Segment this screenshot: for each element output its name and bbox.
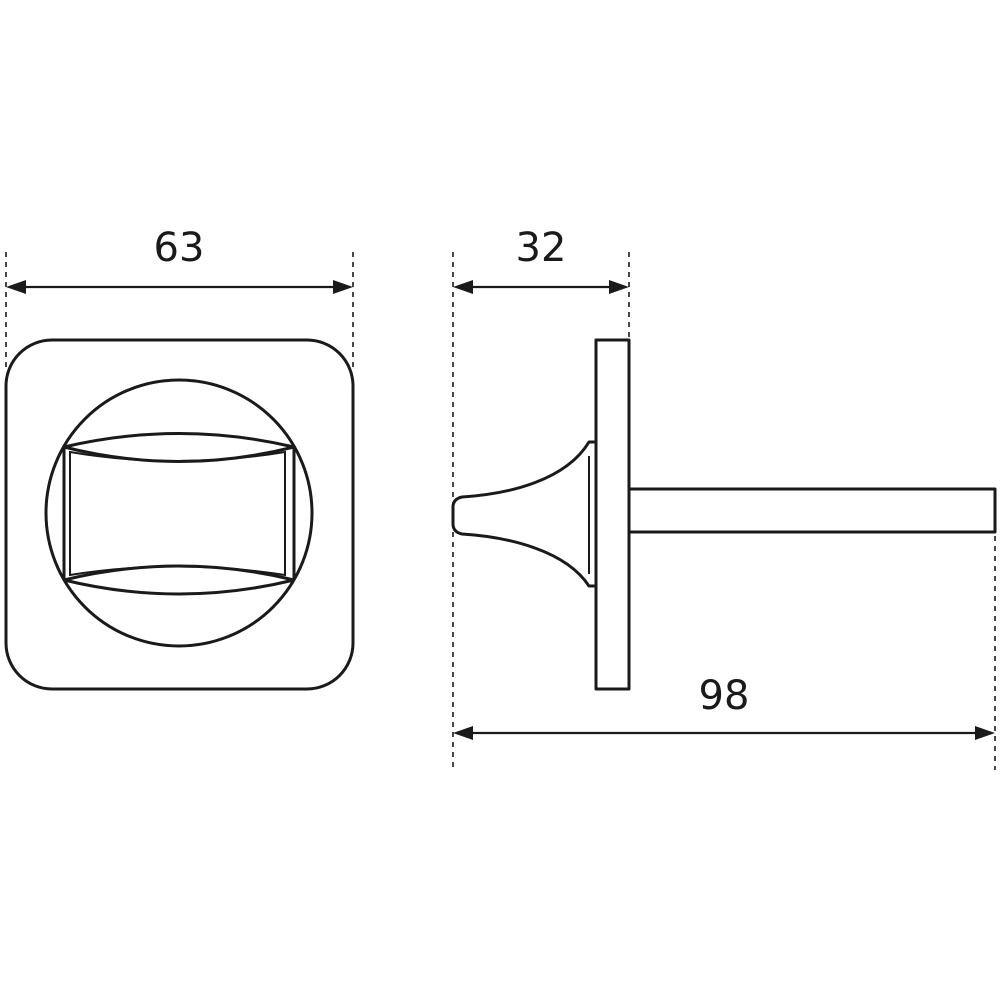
length-arrow-right: [975, 726, 995, 740]
front-arrow-right: [333, 280, 353, 294]
front-width-dimension: 63: [6, 225, 353, 294]
depth-arrow-left: [453, 280, 473, 294]
rose-plate-side: [594, 338, 631, 691]
front-width-label: 63: [154, 225, 205, 271]
overall-length-label: 98: [699, 673, 750, 719]
front-arrow-left: [6, 280, 26, 294]
length-arrow-left: [453, 726, 473, 740]
overall-length-dimension: 98: [453, 673, 995, 740]
front-view: 63: [4, 225, 355, 691]
knob-profile: [451, 440, 596, 588]
knob-circle: [44, 378, 314, 648]
rose-plate: [4, 338, 355, 691]
depth-arrow-right: [609, 280, 629, 294]
side-view: 32 98: [451, 225, 997, 770]
side-depth-dimension: 32: [453, 225, 629, 294]
spindle: [627, 487, 997, 534]
thumbturn-grip: [62, 432, 296, 596]
side-depth-label: 32: [516, 225, 567, 271]
